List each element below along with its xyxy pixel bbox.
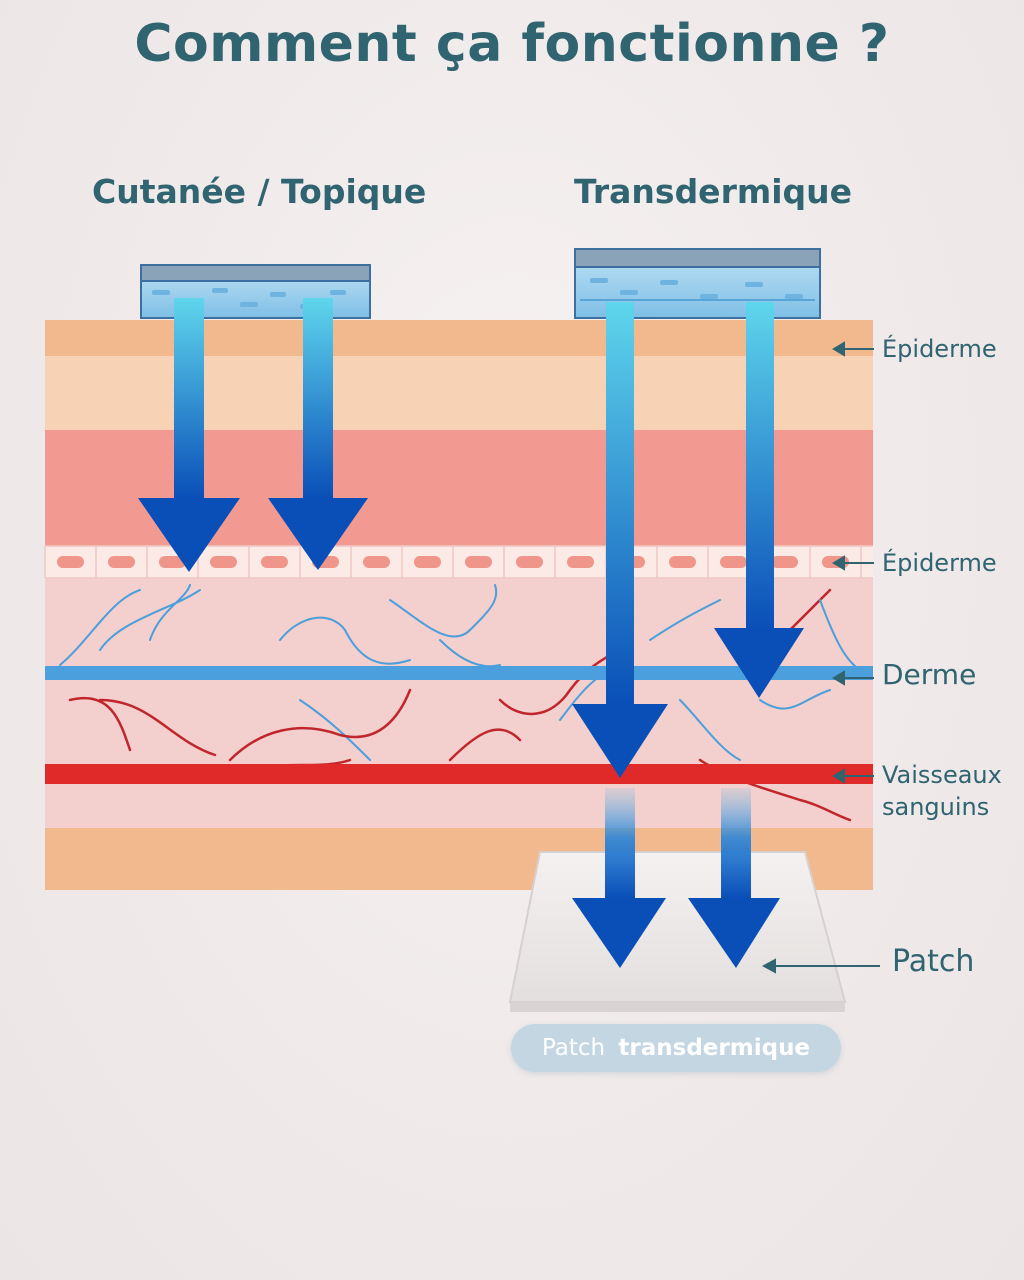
cell-nucleus	[261, 556, 288, 568]
page-title: Comment ça fonctionne ?	[134, 14, 890, 74]
pill-bold: transdermique	[618, 1035, 811, 1061]
label-vaisseaux-line1: Vaisseaux	[882, 761, 1002, 789]
patch-arrow-1	[572, 788, 666, 968]
transdermal-arrow-1	[572, 302, 668, 778]
column-title-topical: Cutanée / Topique	[92, 172, 427, 211]
cell-nucleus	[516, 556, 543, 568]
cell-nucleus	[720, 556, 747, 568]
cell-nucleus	[210, 556, 237, 568]
patch-caption-pill: Patch transdermique	[511, 1024, 841, 1072]
cell-nucleus	[414, 556, 441, 568]
pill-prefix: Patch	[541, 1035, 606, 1061]
column-title-transdermal: Transdermique	[574, 172, 853, 211]
cell-nucleus	[771, 556, 798, 568]
layer-dermis	[45, 578, 873, 828]
label-pointers	[761, 341, 880, 974]
cell-nucleus	[57, 556, 84, 568]
cell-nucleus	[159, 556, 186, 568]
vessel-red	[45, 764, 873, 784]
cell-nucleus	[567, 556, 594, 568]
label-epiderme-cells: Épiderme	[882, 549, 997, 577]
cell-nucleus	[465, 556, 492, 568]
label-vaisseaux-line2: sanguins	[882, 793, 990, 821]
patch-arrow-2	[688, 788, 780, 968]
vessel-blue	[45, 666, 873, 680]
cell-nucleus	[363, 556, 390, 568]
cell-nucleus	[669, 556, 696, 568]
transdermal-patch	[508, 851, 847, 1012]
topical-arrow-1	[138, 298, 240, 572]
label-patch: Patch	[892, 944, 975, 979]
cell-nucleus	[108, 556, 135, 568]
label-epiderme-top: Épiderme	[882, 335, 997, 363]
transdermal-arrow-2	[714, 302, 804, 698]
topical-arrow-2	[268, 298, 368, 570]
label-derme: Derme	[882, 658, 977, 691]
